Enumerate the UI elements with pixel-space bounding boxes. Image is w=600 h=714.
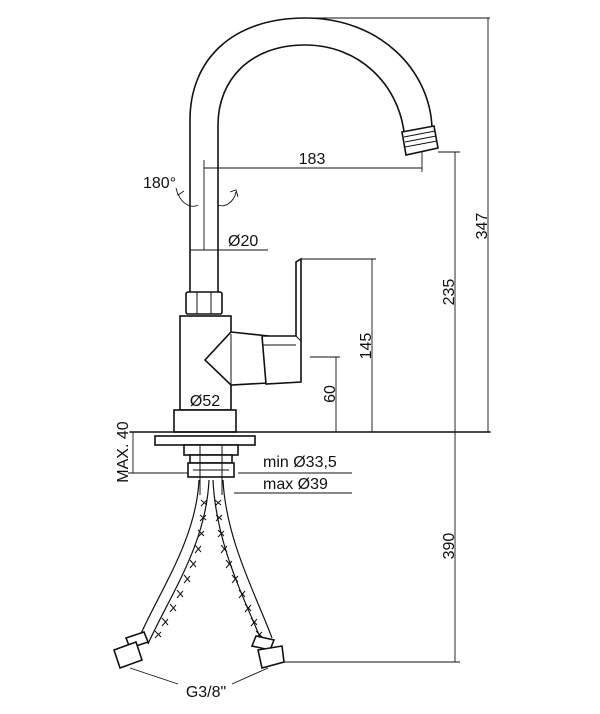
label-spout-diameter: Ø20 xyxy=(228,233,258,250)
lever-handle xyxy=(261,257,302,385)
label-rotation: 180° xyxy=(143,175,176,192)
dimension-labels: 347 235 145 60 183 180° Ø20 Ø52 MAX. 40 … xyxy=(115,151,491,701)
label-total-height: 347 xyxy=(474,213,491,240)
label-spout-reach: 183 xyxy=(299,151,326,168)
flexible-hoses xyxy=(112,479,285,670)
label-connection-thread: G3/8" xyxy=(186,684,226,701)
label-hole-min: min Ø33,5 xyxy=(263,454,337,471)
label-hole-max: max Ø39 xyxy=(263,476,328,493)
label-lever-height: 145 xyxy=(358,333,375,360)
right-hose-fitting xyxy=(250,635,285,669)
label-hose-length: 390 xyxy=(441,533,458,560)
spout-collar xyxy=(185,291,223,315)
left-hose-fitting xyxy=(112,631,150,670)
label-body-height: 60 xyxy=(322,385,339,403)
sink-mounting xyxy=(129,431,491,495)
label-base-diameter: Ø52 xyxy=(190,393,220,410)
label-max-thickness: MAX. 40 xyxy=(115,421,132,482)
dimension-lines xyxy=(128,17,490,685)
label-spout-height: 235 xyxy=(441,279,458,306)
aerator xyxy=(401,125,439,156)
